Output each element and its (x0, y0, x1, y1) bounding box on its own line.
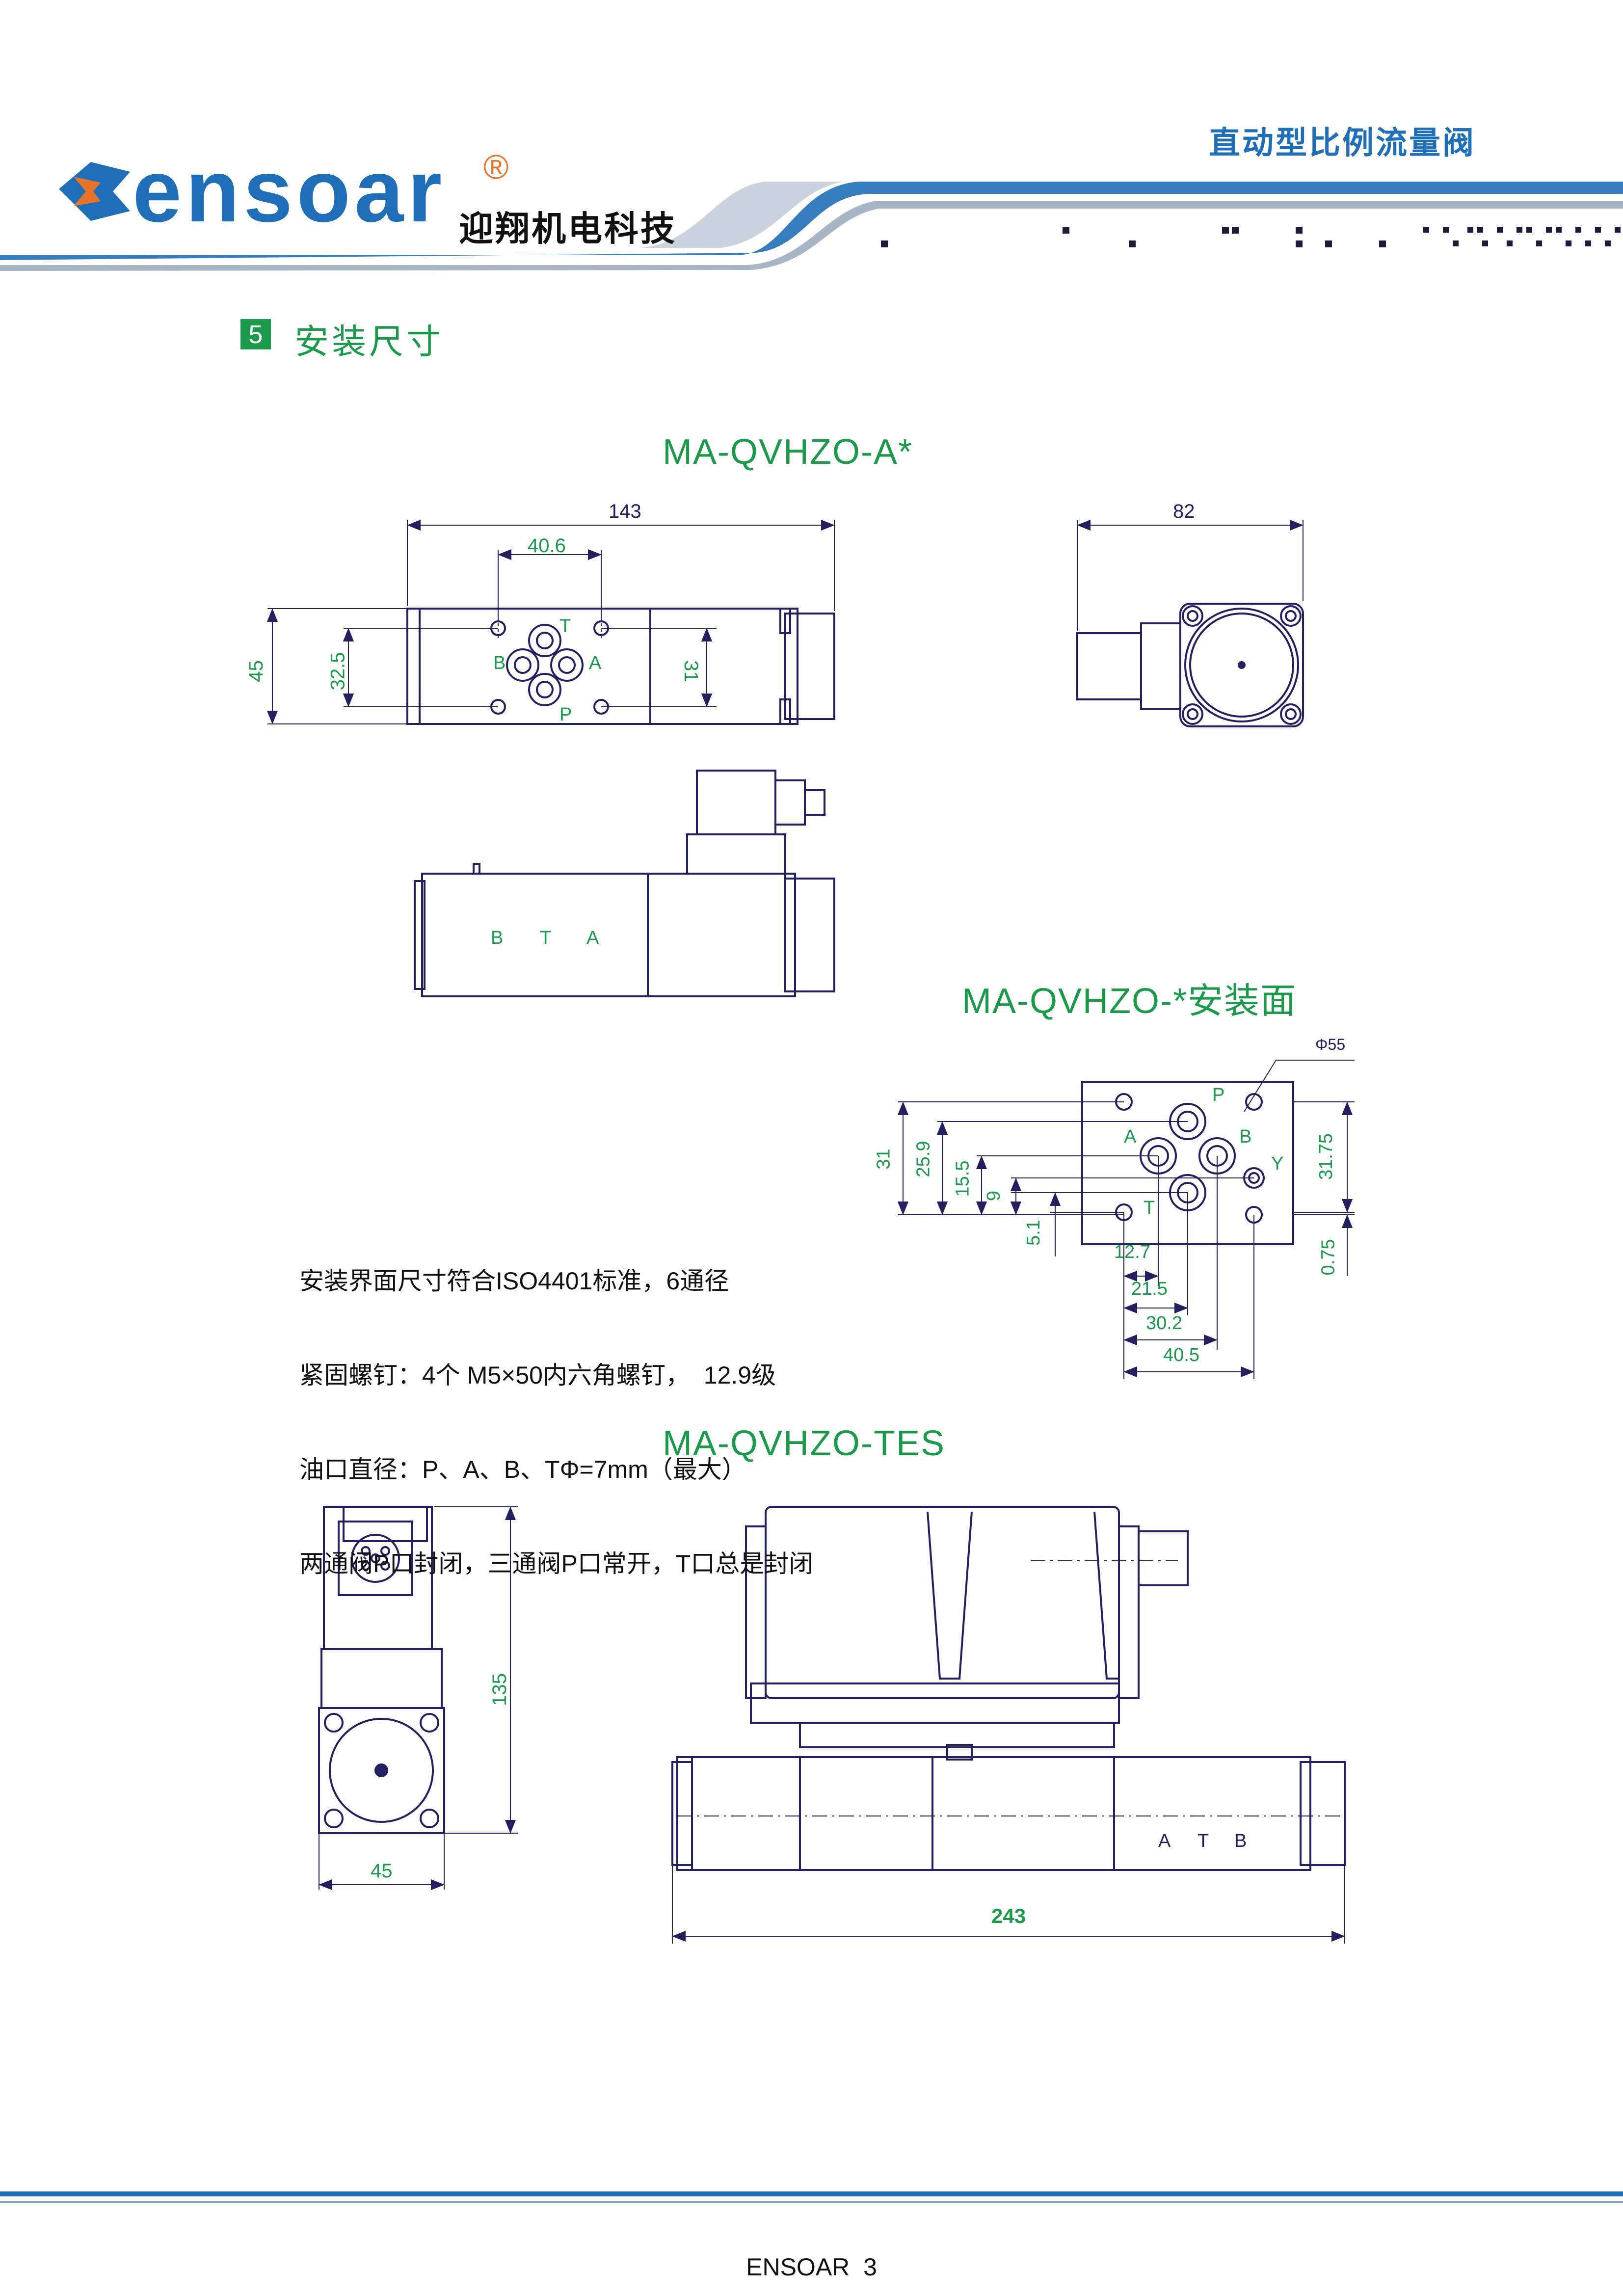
dim-45-a: 45 (245, 660, 267, 682)
dim-143: 143 (609, 501, 641, 522)
side-port-t: T (540, 928, 552, 948)
dim-45-tes: 45 (371, 1860, 393, 1882)
dim-40-6: 40.6 (528, 535, 566, 557)
tes-port-a: A (1158, 1831, 1171, 1851)
brand-wordmark: ensoar (133, 142, 446, 240)
dim-face-5-1: 5.1 (1023, 1220, 1044, 1246)
tes-port-t: T (1197, 1831, 1209, 1851)
section-number: 5 (240, 319, 271, 349)
side-view-drawing (414, 770, 835, 997)
dim-phi55: Φ55 (1315, 1036, 1346, 1053)
top-view-drawing (266, 519, 835, 725)
dim-face-40-5: 40.5 (1163, 1345, 1199, 1365)
model-label-tes: MA-QVHZO-TES (663, 1424, 945, 1463)
note-line: 两通阀P口封闭，三通阀P口常开，T口总是封闭 (299, 1550, 814, 1577)
dim-82: 82 (1173, 501, 1195, 522)
tes-side-view-drawing (671, 1506, 1346, 1944)
header-graphic (0, 162, 1623, 271)
note-line: 紧固螺钉：4个 M5×50内六角螺钉， 12.9级 (299, 1362, 776, 1389)
dim-face-12-7: 12.7 (1114, 1242, 1150, 1262)
mounting-face-drawing (897, 1060, 1355, 1379)
face-port-t: T (1144, 1198, 1155, 1218)
end-view-drawing (1076, 519, 1304, 727)
dim-face-30-2: 30.2 (1146, 1313, 1182, 1334)
dim-243: 243 (991, 1904, 1026, 1927)
side-port-b: B (491, 928, 504, 948)
tes-port-b: B (1234, 1831, 1247, 1851)
port-b-top: B (493, 653, 506, 673)
footer-rule (0, 2191, 1623, 2203)
section-title: 安装尺寸 (294, 322, 444, 361)
note-line: 安装界面尺寸符合ISO4401标准，6通径 (299, 1267, 729, 1295)
logo-icon (59, 162, 130, 221)
dim-face-31: 31 (873, 1148, 894, 1170)
dim-face-25-9: 25.9 (913, 1141, 934, 1177)
model-label-face: MA-QVHZO-*安装面 (962, 982, 1297, 1021)
dim-face-31-75: 31.75 (1316, 1133, 1337, 1180)
dim-32-5: 32.5 (327, 652, 349, 691)
face-port-p: P (1212, 1085, 1225, 1105)
face-port-b: B (1239, 1126, 1252, 1147)
page-footer: ENSOAR 3 (746, 2253, 877, 2281)
technical-drawings (0, 519, 1623, 2203)
installation-notes: 安装界面尺寸符合ISO4401标准，6通径 紧固螺钉：4个 M5×50内六角螺钉… (299, 1202, 813, 1611)
dim-31-a: 31 (680, 660, 702, 682)
port-a-top: A (589, 653, 602, 673)
side-port-a: A (586, 928, 599, 948)
company-name: 迎翔机电科技 (459, 210, 677, 248)
port-p-top: P (559, 704, 572, 725)
dim-face-15-5: 15.5 (952, 1160, 973, 1197)
note-line: 油口直径：P、A、B、TΦ=7mm（最大） (299, 1456, 746, 1483)
registered-mark: ® (483, 148, 509, 186)
dim-face-21-5: 21.5 (1131, 1279, 1168, 1299)
product-title: 直动型比例流量阀 (1209, 125, 1476, 160)
model-label-a: MA-QVHZO-A* (663, 432, 913, 472)
dim-135: 135 (488, 1673, 510, 1706)
dim-face-9: 9 (984, 1190, 1005, 1201)
dim-face-0-75: 0.75 (1318, 1239, 1339, 1276)
port-t-top: T (559, 616, 571, 637)
face-port-y: Y (1271, 1153, 1284, 1174)
tes-front-view-drawing (318, 1506, 518, 1891)
face-port-a: A (1124, 1126, 1137, 1147)
